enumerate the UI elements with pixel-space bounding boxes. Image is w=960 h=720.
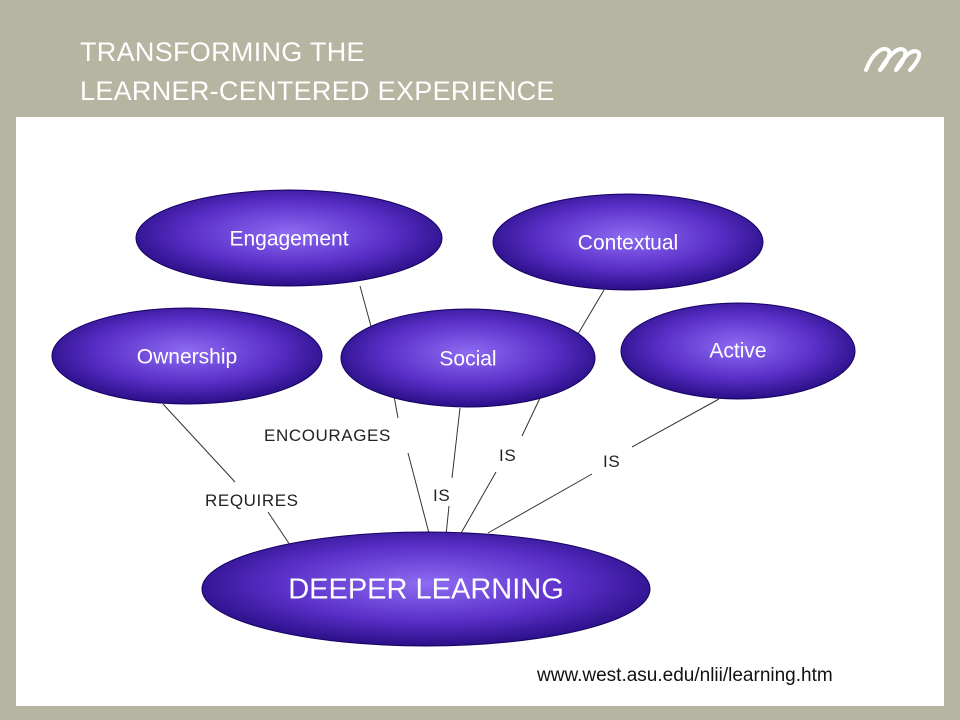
node-active: Active bbox=[620, 302, 856, 400]
node-contextual: Contextual bbox=[492, 193, 764, 291]
node-ownership-label: Ownership bbox=[137, 346, 237, 369]
connector-engagement-bottom bbox=[407, 452, 431, 538]
source-url: www.west.asu.edu/nlii/learning.htm bbox=[537, 665, 833, 686]
node-social-label: Social bbox=[439, 348, 496, 371]
node-deeper-learning-label: DEEPER LEARNING bbox=[288, 574, 564, 606]
connector-active-bottom bbox=[487, 473, 593, 534]
connector-contextual-bottom bbox=[459, 471, 497, 536]
node-engagement-shape bbox=[135, 189, 443, 287]
connector-ownership-bottom bbox=[267, 511, 291, 546]
node-ownership-shape bbox=[51, 307, 323, 405]
connector-ownership-top bbox=[162, 403, 236, 483]
connector-social-top bbox=[451, 407, 461, 479]
node-deeper-learning-shape bbox=[201, 531, 651, 647]
connector-engagement-top bbox=[359, 285, 373, 331]
node-social: Social bbox=[340, 308, 596, 408]
node-active-shape bbox=[620, 302, 856, 400]
connector-contextual-top bbox=[577, 289, 605, 335]
edge-label-is-contextual: IS bbox=[499, 446, 516, 465]
asu-mark-icon bbox=[864, 47, 921, 72]
slide-title-line-2: LEARNER-CENTERED EXPERIENCE bbox=[80, 76, 555, 106]
connector-social-bottom bbox=[445, 505, 450, 536]
slide-title-line-1: TRANSFORMING THE bbox=[80, 37, 365, 67]
node-contextual-label: Contextual bbox=[578, 232, 678, 255]
node-ownership: Ownership bbox=[51, 307, 323, 405]
node-engagement: Engagement bbox=[135, 189, 443, 287]
node-contextual-shape bbox=[492, 193, 764, 291]
node-social-shape bbox=[340, 308, 596, 408]
connector-lines bbox=[162, 285, 720, 546]
connector-active-top bbox=[631, 398, 720, 448]
node-engagement-label: Engagement bbox=[229, 228, 348, 251]
edge-label-requires: REQUIRES bbox=[205, 491, 299, 510]
connector-engagement-mid bbox=[393, 395, 399, 419]
edge-label-encourages: ENCOURAGES bbox=[264, 426, 391, 445]
edge-label-is-active: IS bbox=[603, 452, 620, 471]
connector-contextual-mid bbox=[521, 397, 541, 437]
node-deeper-learning: DEEPER LEARNING bbox=[201, 531, 651, 647]
edge-label-is-social: IS bbox=[433, 486, 450, 505]
node-active-label: Active bbox=[709, 340, 766, 363]
